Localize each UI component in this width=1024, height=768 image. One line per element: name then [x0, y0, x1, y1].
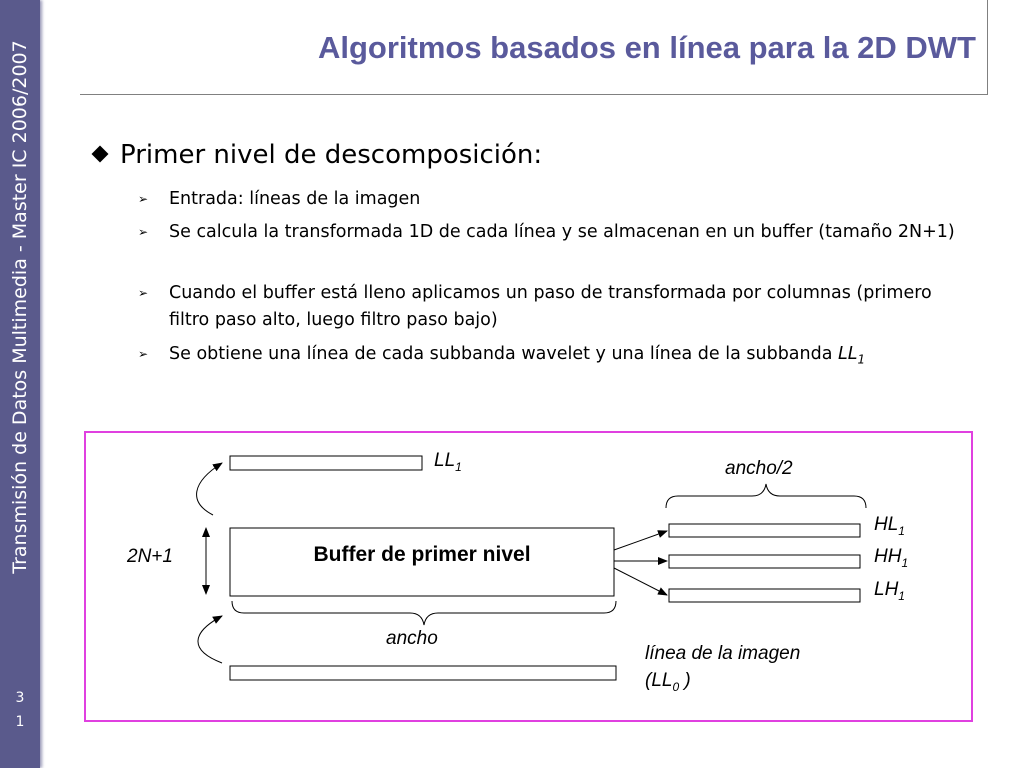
- hl1-line-box: [668, 523, 861, 538]
- arrow-bullet-icon: ➢: [138, 225, 149, 239]
- sub-bullet-text: Se calcula la transformada 1D de cada lí…: [169, 222, 955, 242]
- sub-bullet-4-text: Se obtiene una línea de cada subbanda wa…: [169, 344, 839, 364]
- slide-title: Algoritmos basados en línea para la 2D D…: [317, 30, 976, 65]
- hh1-label: HH1: [874, 546, 909, 570]
- brace-ancho-half: [665, 483, 867, 509]
- curved-arrow-upper: [196, 462, 223, 516]
- ll-subband-label: LL1: [838, 344, 866, 367]
- arrow-bullet-icon: ➢: [138, 192, 149, 206]
- arrow-bullet-icon: ➢: [138, 286, 149, 300]
- title-divider-horizontal: [80, 94, 988, 95]
- buffer-box: [229, 527, 615, 597]
- lh1-line-box: [668, 588, 861, 603]
- image-line-box: [229, 665, 617, 681]
- buffer-label: Buffer de primer nivel: [313, 543, 531, 566]
- main-bullet: Primer nivel de descomposición:: [90, 140, 542, 170]
- sub-bullet-text: Entrada: líneas de la imagen: [169, 189, 421, 209]
- lh1-label: LH1: [874, 579, 905, 603]
- size-label: 2N+1: [127, 546, 173, 567]
- sub-bullet-text: Cuando el buffer está lleno aplicamos un…: [169, 283, 932, 330]
- curved-arrow-lower: [197, 615, 223, 664]
- arrow-bullet-icon: ➢: [138, 347, 149, 361]
- main-bullet-text: Primer nivel de descomposición:: [120, 140, 543, 170]
- sub-bullet-2: ➢ Se calcula la transformada 1D de cada …: [138, 219, 968, 246]
- arrow-to-lh1: [613, 567, 668, 596]
- title-divider-vertical: [987, 0, 988, 95]
- sub-bullet-4: ➢ Se obtiene una línea de cada subbanda …: [138, 341, 968, 374]
- hl1-label: HL1: [874, 514, 905, 538]
- page-number-digit-1: 3: [15, 690, 25, 706]
- diagram-frame: [84, 431, 973, 722]
- brace-ancho: [231, 600, 617, 626]
- hh1-line-box: [668, 554, 861, 569]
- sub-bullet-text: Se obtiene una línea de cada subbanda wa…: [169, 341, 968, 374]
- ll1-label: LL1: [434, 450, 462, 474]
- ancho-half-label: ancho/2: [725, 458, 793, 479]
- arrow-to-hl1: [613, 530, 668, 551]
- sub-bullet-1: ➢ Entrada: líneas de la imagen: [138, 186, 968, 213]
- ll1-line-box: [229, 455, 423, 471]
- sub-bullet-3: ➢ Cuando el buffer está lleno aplicamos …: [138, 280, 968, 334]
- image-line-label: línea de la imagen: [645, 643, 801, 664]
- ll0-label: (LL0 ): [645, 670, 691, 694]
- page-number-digit-2: 1: [15, 714, 25, 730]
- sidebar: Transmisión de Datos Multimedia - Master…: [0, 0, 40, 768]
- ancho-label: ancho: [386, 628, 438, 649]
